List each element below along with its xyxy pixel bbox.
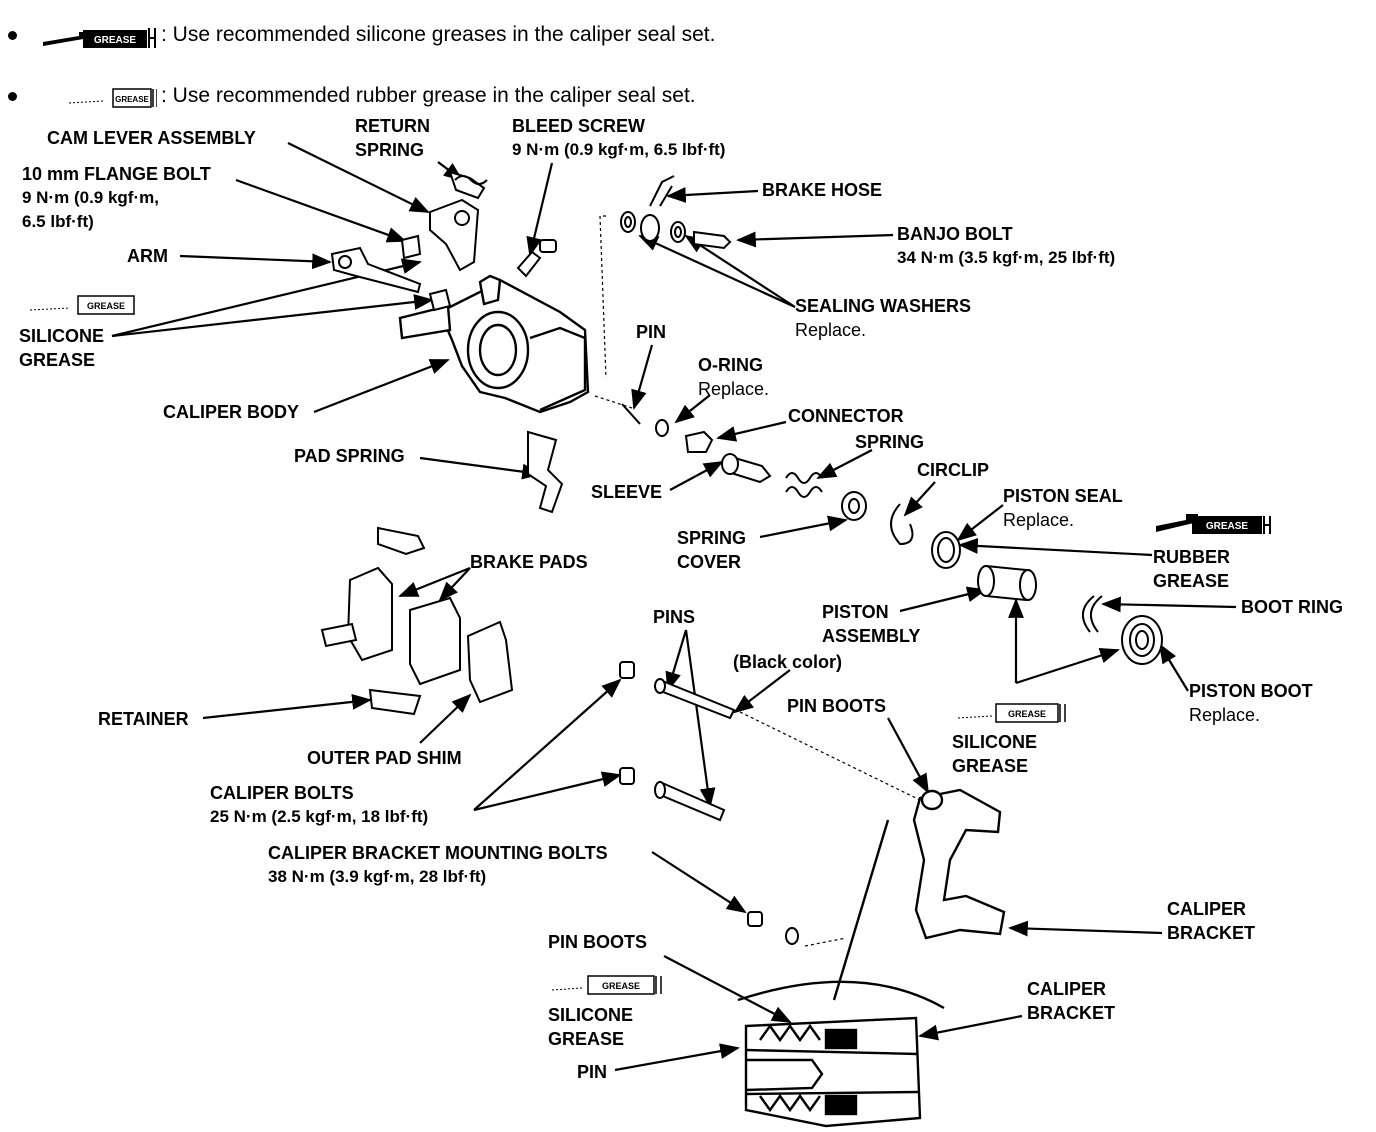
label-pin-bottom: PIN [577,1062,608,1082]
label-pins: PINS [653,607,696,627]
label-caliper-bracket-1: CALIPER BRACKET [1167,899,1255,943]
detail-callout [737,819,945,1010]
alignment-lines [594,215,921,947]
grease-tube-icon: GREASE [43,28,156,48]
rubber-grease-note: GREASE : Use recommended rubber grease i… [8,81,696,111]
label-circlip: CIRCLIP [917,460,989,480]
label-spring-cover: SPRING COVER [677,528,747,572]
grease-symbol-icon: GREASE [957,703,1066,723]
svg-text:GREASE: GREASE [115,95,149,104]
label-caliper-bracket-2: CALIPER BRACKET [1027,979,1115,1023]
label-silicone-grease-3: SILICONE GREASE [548,1005,634,1049]
label-pin-boots-bottom: PIN BOOTS [548,932,648,952]
label-caliper-body: CALIPER BODY [163,402,300,422]
label-pad-spring: PAD SPRING [294,446,405,466]
label-pin-boots-mid: PIN BOOTS [787,696,887,716]
label-banjo-bolt: BANJO BOLT 34 N·m (3.5 kgf·m, 25 lbf·ft) [897,224,1116,267]
bullet [8,30,17,40]
label-boot-ring: BOOT RING [1241,597,1343,617]
label-brake-hose: BRAKE HOSE [762,180,883,200]
bullet [8,91,17,101]
piston-drawing [977,564,1163,665]
grease-tube-icon: GREASE [68,88,157,108]
label-o-ring: O-RING Replace. [698,355,770,399]
note-text: : Use recommended rubber grease in the c… [161,84,696,107]
label-retainer: RETAINER [98,709,189,729]
label-sleeve: SLEEVE [591,482,663,502]
label-outer-pad-shim: OUTER PAD SHIM [307,748,462,768]
brake-pads-drawing [320,526,514,716]
svg-text:GREASE: GREASE [87,301,125,311]
pad-spring-drawing [527,430,564,514]
label-sealing-washers: SEALING WASHERS Replace. [795,296,972,340]
label-pin-top: PIN [636,322,667,342]
label-silicone-grease-2: SILICONE GREASE [952,732,1038,776]
label-bracket-mounting-bolts: CALIPER BRACKET MOUNTING BOLTS 38 N·m (3… [268,843,608,886]
grease-tube-icon: GREASE [1156,514,1271,534]
svg-text:GREASE: GREASE [1206,521,1249,532]
label-arm: ARM [127,246,168,266]
grease-symbol-icon: GREASE [29,295,135,315]
label-spring: SPRING [855,432,925,452]
silicone-grease-note: GREASE : Use recommended silicone grease… [8,20,715,50]
label-connector: CONNECTOR [788,406,904,426]
label-piston-seal: PISTON SEAL Replace. [1003,486,1123,530]
leader-arrows [111,142,1237,1072]
label-silicone-grease-1: SILICONE GREASE [19,326,105,370]
note-text: : Use recommended silicone greases in th… [161,23,716,46]
label-return-spring: RETURN SPRING [355,116,430,160]
bleed-screw-drawing [516,239,557,278]
hose-banjo-drawing [620,175,732,250]
cam-lever-drawing [330,170,488,312]
label-brake-pads: BRAKE PADS [470,552,588,572]
caliper-bracket-drawing [912,788,1006,940]
label-black-color: (Black color) [733,652,843,672]
label-rubber-grease: RUBBER GREASE [1153,547,1231,591]
svg-text:GREASE: GREASE [1008,709,1046,719]
label-flange-bolt: 10 mm FLANGE BOLT 9 N·m (0.9 kgf·m, 6.5 … [22,164,211,231]
bolts-drawing [619,661,799,945]
label-caliper-bolts: CALIPER BOLTS 25 N·m (2.5 kgf·m, 18 lbf·… [210,783,429,826]
pin-detail-drawing [744,1016,922,1128]
svg-text:GREASE: GREASE [602,981,640,991]
label-cam-lever-assembly: CAM LEVER ASSEMBLY [47,128,256,148]
internal-parts-drawing [621,403,961,569]
caliper-body-drawing [398,274,590,414]
grease-symbol-icon: GREASE [551,975,662,995]
label-bleed-screw: BLEED SCREW 9 N·m (0.9 kgf·m, 6.5 lbf·ft… [512,116,726,159]
label-piston-boot: PISTON BOOT Replace. [1189,681,1313,725]
label-piston-assembly: PISTON ASSEMBLY [822,602,921,646]
svg-text:GREASE: GREASE [94,35,137,46]
